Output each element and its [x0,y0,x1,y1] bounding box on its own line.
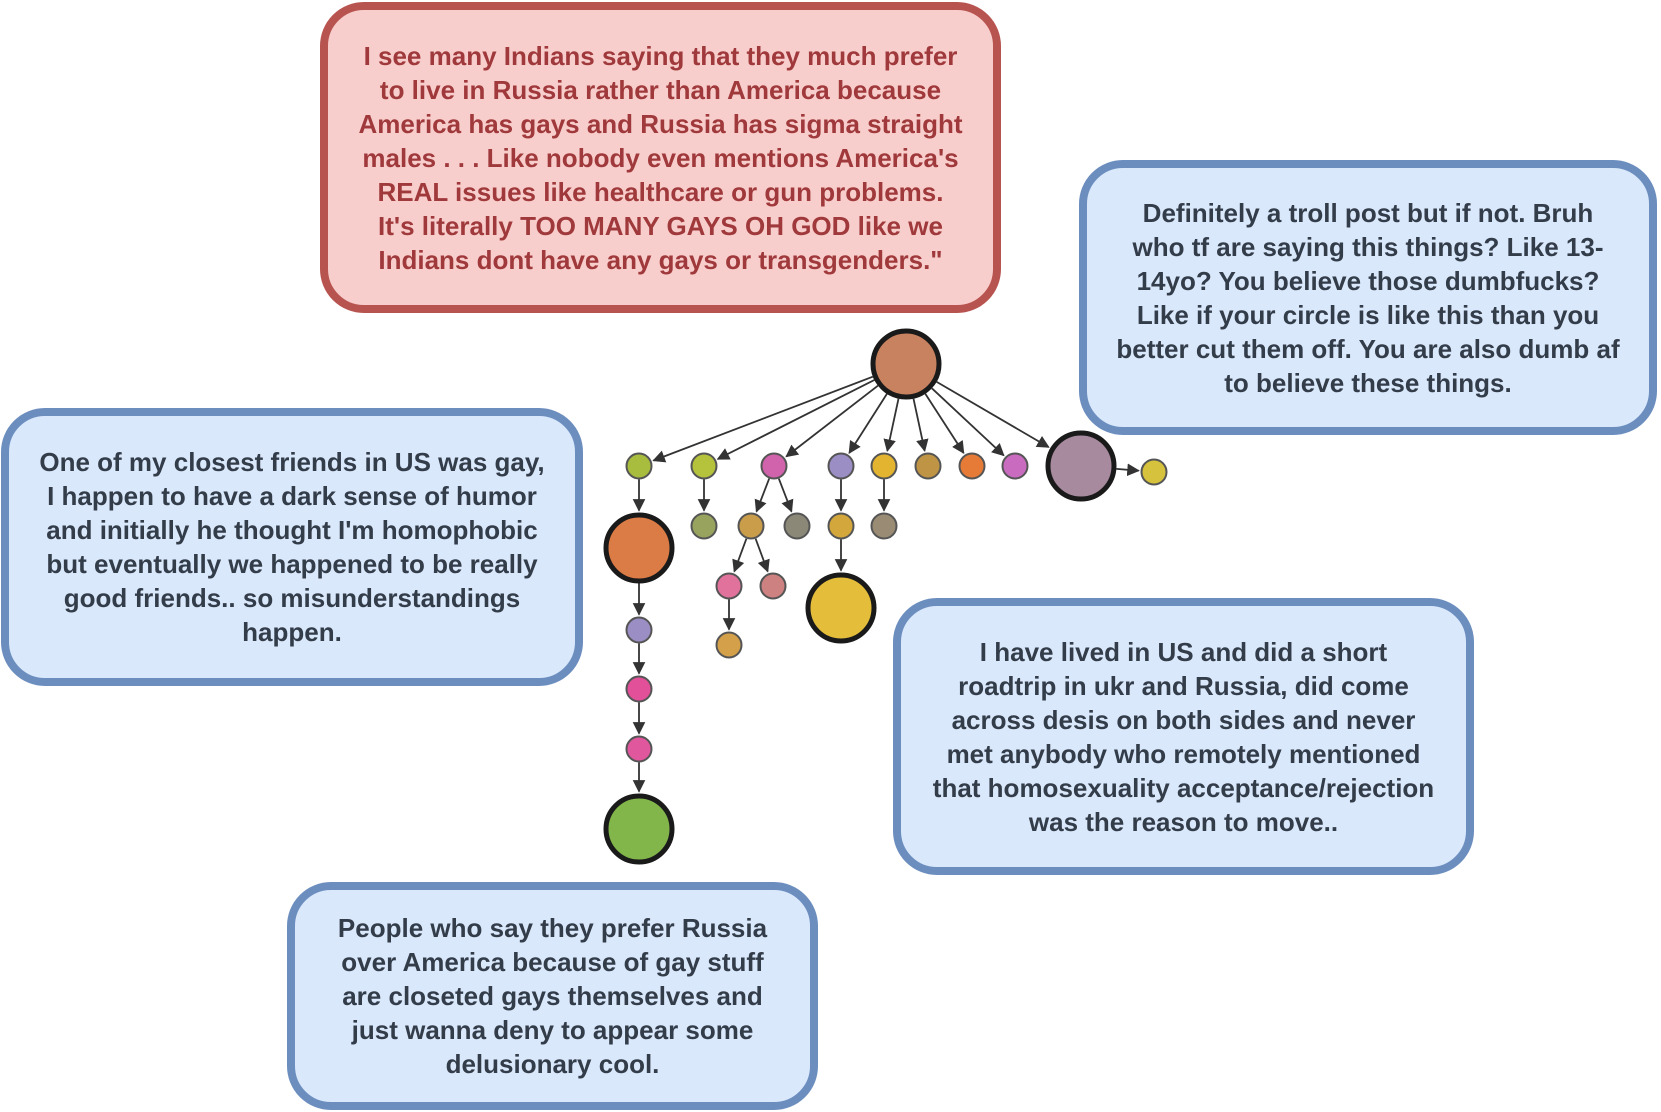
tree-node-c2a [690,512,718,540]
reply-friend-bubble: One of my closest friends in US was gay,… [1,408,583,686]
tree-edge-root-c3 [785,384,879,458]
tree-edge-root-c1 [652,375,874,463]
tree-node-c9 [1045,430,1117,502]
tree-node-c4 [827,452,855,480]
reply-roadtrip-bubble: I have lived in US and did a short roadt… [893,598,1474,875]
tree-node-c10 [1140,458,1168,486]
tree-node-c3b [783,512,811,540]
tree-node-c3 [760,452,788,480]
tree-node-c6 [914,452,942,480]
tree-node-c5a [870,512,898,540]
tree-edge-c3a-c3a2 [754,538,770,573]
tree-node-c1b [625,616,653,644]
tree-node-c3a1 [715,572,743,600]
edge-layer [632,375,1140,793]
tree-edge-root-c9 [936,381,1050,448]
tree-edge-c3a-c3a1 [732,538,748,573]
tree-node-c7 [958,452,986,480]
tree-edge-root-c4 [848,393,888,454]
tree-node-c3a2 [759,572,787,600]
tree-edge-root-c7 [924,393,965,455]
tree-node-c1d [625,735,653,763]
tree-node-c5 [870,452,898,480]
tree-edge-c9-c10 [1116,463,1140,477]
tree-node-c2 [690,452,718,480]
original-post-bubble: I see many Indians saying that they much… [320,2,1001,313]
tree-edge-root-c8 [931,387,1005,457]
tree-node-c3a1a [715,631,743,659]
node-layer [603,328,1168,865]
tree-node-root [870,328,942,400]
tree-node-c1e [603,793,675,865]
tree-edge-root-c5 [883,398,900,453]
tree-node-c8 [1001,452,1029,480]
tree-edge-c3-c3a [754,478,771,513]
tree-node-c1a [603,512,675,584]
tree-node-c4b [805,572,877,644]
tree-node-c1 [625,452,653,480]
reply-troll-bubble: Definitely a troll post but if not. Bruh… [1079,160,1657,435]
reply-closeted-bubble: People who say they prefer Russia over A… [287,882,818,1110]
tree-node-c1c [625,675,653,703]
tree-node-c4a [827,512,855,540]
tree-node-c3a [737,512,765,540]
tree-edge-c3-c3b [777,478,794,513]
tree-edge-root-c2 [716,379,875,460]
tree-edge-root-c6 [912,398,929,453]
